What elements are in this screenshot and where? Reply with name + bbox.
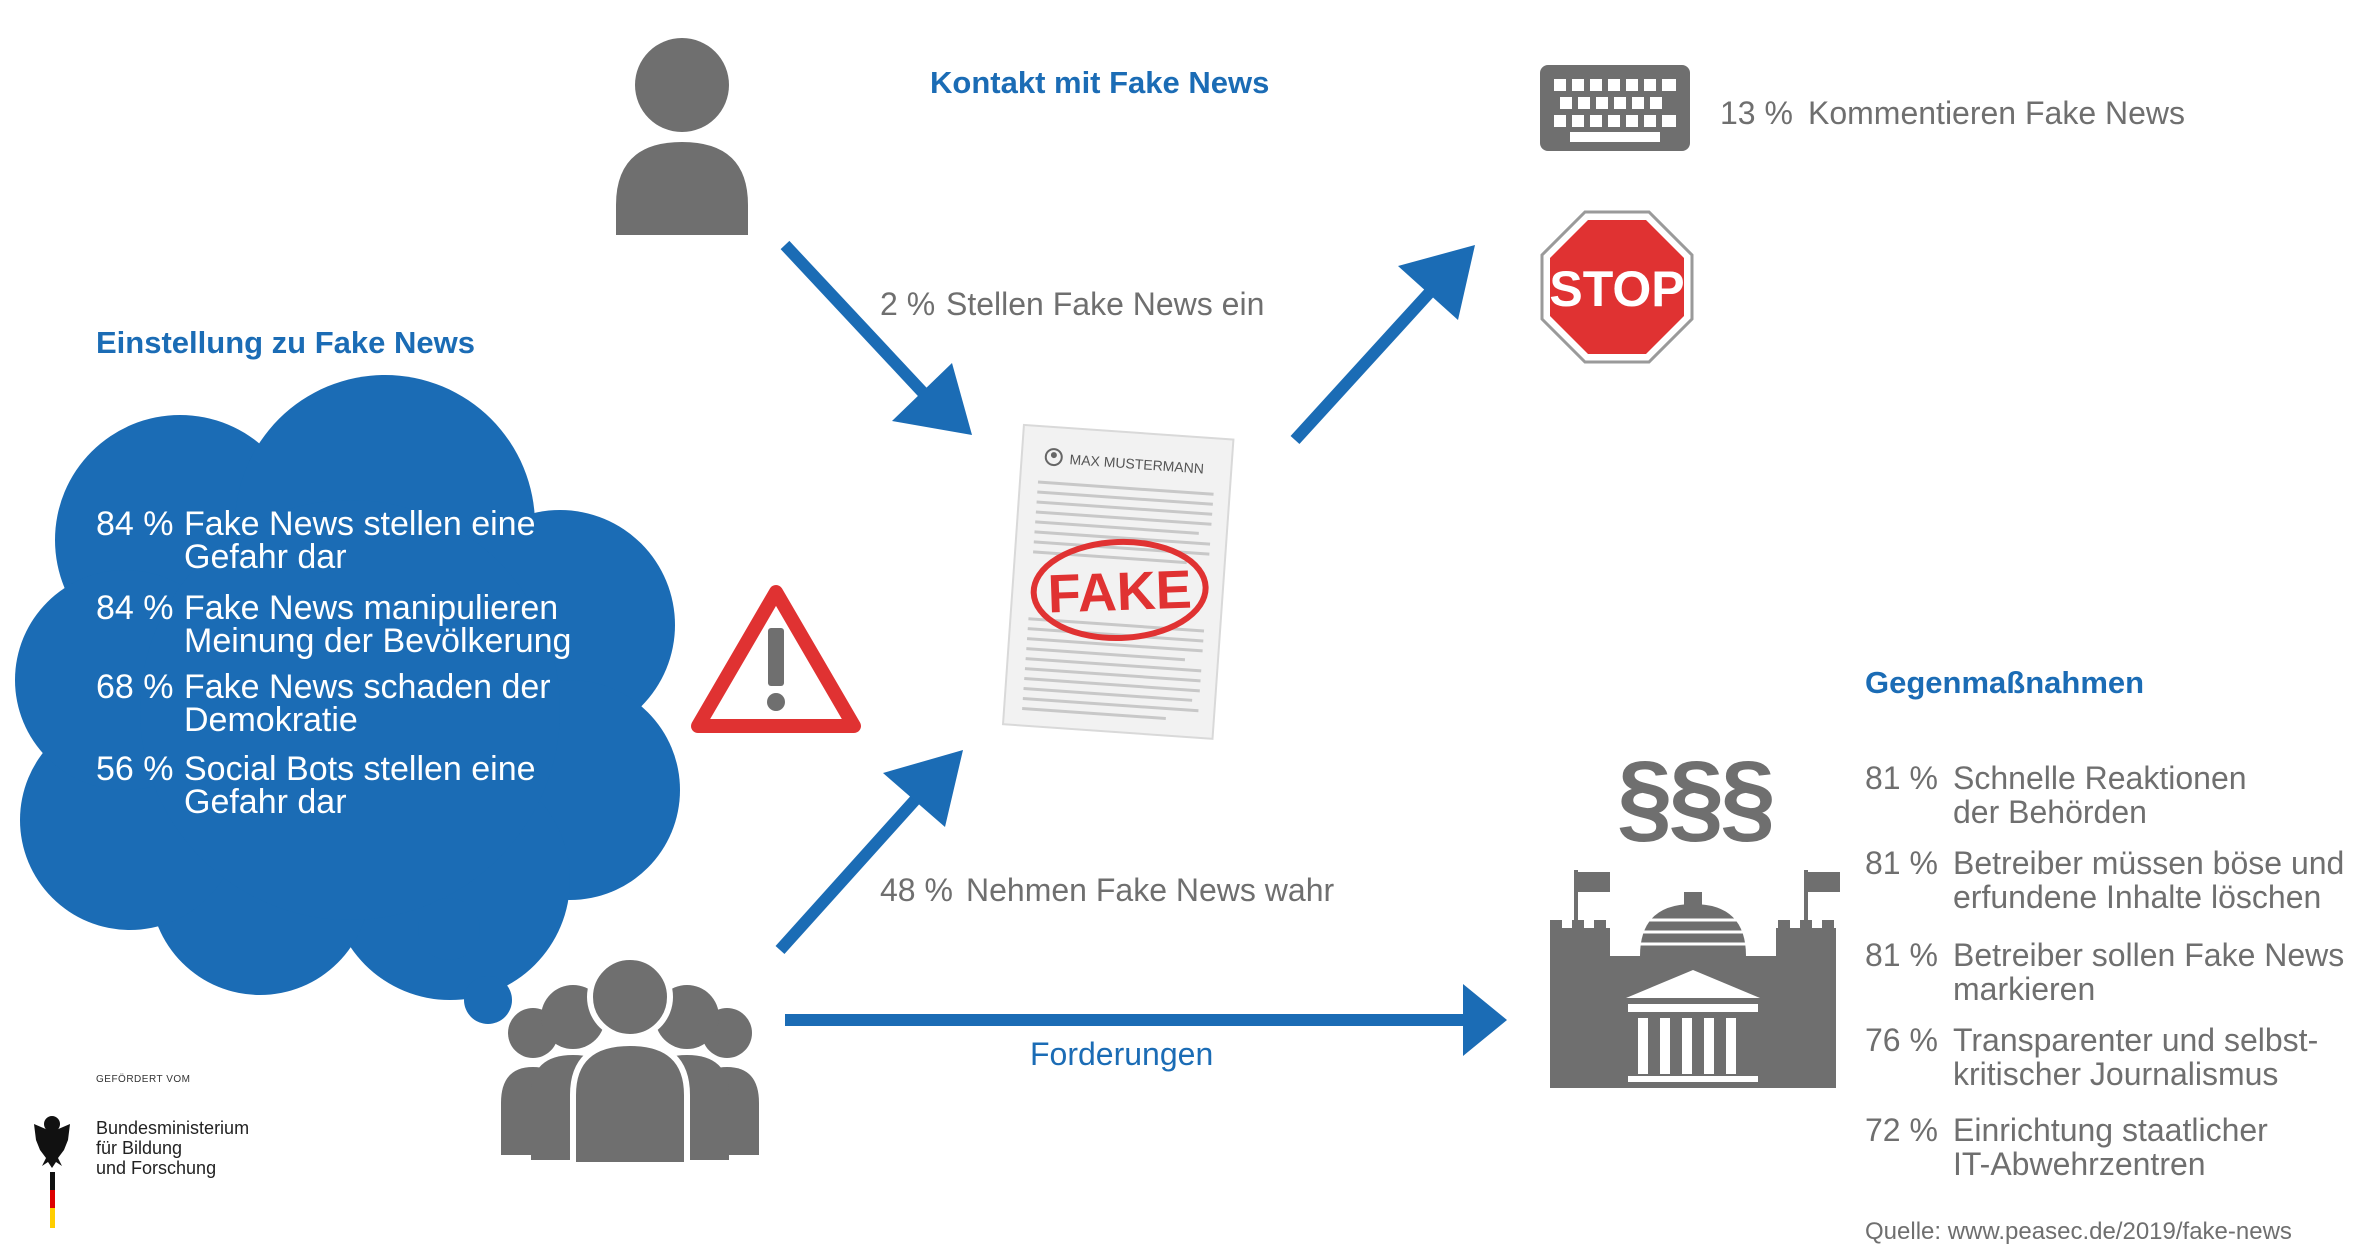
heading-attitude: Einstellung zu Fake News (96, 325, 475, 360)
flow-demands-label: Forderungen (1030, 1036, 1214, 1072)
ministry-line-2: für Bildung (96, 1138, 183, 1158)
counter-item-1-pct: 81 % (1865, 760, 1938, 796)
ministry-name: Bundesministerium für Bildung und Forsch… (96, 1118, 249, 1178)
counter-item-4-line1: Transparenter und selbst- (1953, 1022, 2319, 1058)
flow-perceive-pct: 48 % (880, 872, 953, 908)
counter-item-4-line2: kritischer Journalismus (1953, 1056, 2279, 1092)
counter-item-2-pct: 81 % (1865, 845, 1938, 881)
thought-bubble-large (418, 898, 480, 960)
arrow-demands-icon (785, 984, 1507, 1056)
attitude-item-1-line1: Fake News stellen eine (184, 505, 536, 543)
keyboard-icon (1540, 65, 1690, 151)
thought-bubble-small (464, 976, 512, 1024)
attitude-item-1-pct: 84 % (96, 505, 174, 543)
flow-post-label: Stellen Fake News ein (946, 286, 1265, 322)
counter-item-2-line1: Betreiber müssen böse und (1953, 845, 2345, 881)
arrow-react-icon (1290, 245, 1475, 445)
attitude-item-3-line1: Fake News schaden der (184, 668, 551, 706)
document-stamp: FAKE (1047, 559, 1193, 624)
counter-item-1-line1: Schnelle Reaktionen (1953, 760, 2247, 796)
attitude-item-2-line2: Meinung der Bevölkerung (184, 622, 572, 660)
counter-item-3-line2: markieren (1953, 971, 2096, 1007)
counter-item-4-pct: 76 % (1865, 1022, 1938, 1058)
counter-item-5-line1: Einrichtung staatlicher (1953, 1112, 2268, 1148)
counter-item-3-line1: Betreiber sollen Fake News (1953, 937, 2345, 973)
heading-countermeasures: Gegenmaßnahmen (1865, 665, 2145, 700)
thought-cloud (15, 375, 680, 1000)
counter-item-5-line2: IT-Abwehrzentren (1953, 1146, 2206, 1182)
paragraph-symbols: §§§ (1617, 741, 1776, 853)
funding-label: GEFÖRDERT VOM (96, 1074, 191, 1085)
attitude-item-4-pct: 56 % (96, 750, 174, 788)
flow-comment-label: Kommentieren Fake News (1808, 95, 2186, 131)
attitude-item-4-line1: Social Bots stellen eine (184, 750, 536, 788)
flow-post-pct: 2 % (880, 286, 936, 322)
source-note: Quelle: www.peasec.de/2019/fake-news (1865, 1218, 2292, 1245)
attitude-item-1-line2: Gefahr dar (184, 538, 347, 576)
fake-news-document: MAX MUSTERMANN FAKE (1001, 423, 1235, 740)
heading-contact: Kontakt mit Fake News (930, 65, 1270, 100)
arrow-post-icon (780, 240, 972, 435)
counter-item-5-pct: 72 % (1865, 1112, 1938, 1148)
attitude-item-2-pct: 84 % (96, 589, 174, 627)
parliament-icon (1550, 870, 1840, 1088)
counter-item-2-line2: erfundene Inhalte löschen (1953, 879, 2322, 915)
ministry-line-1: Bundesministerium (96, 1118, 250, 1138)
stop-sign-text: STOP (1549, 261, 1684, 317)
flow-perceive-label: Nehmen Fake News wahr (966, 872, 1335, 908)
counter-item-3-pct: 81 % (1865, 937, 1938, 973)
warning-icon (691, 585, 861, 733)
attitude-item-4-line2: Gefahr dar (184, 783, 347, 821)
counter-item-4: 76 % Transparenter und selbst-kritischer… (1865, 1023, 2318, 1091)
federal-eagle-icon (34, 1116, 70, 1228)
attitude-item-2-line1: Fake News manipulieren (184, 589, 559, 627)
stop-sign-icon: STOP (1540, 210, 1694, 364)
flow-comment-pct: 13 % (1720, 95, 1793, 131)
attitude-item-3-line2: Demokratie (184, 701, 358, 739)
attitude-item-3-pct: 68 % (96, 668, 174, 706)
ministry-line-3: und Forschung (96, 1158, 217, 1178)
people-group-icon (501, 954, 759, 1168)
counter-item-1-line2: der Behörden (1953, 794, 2147, 830)
person-icon (616, 38, 748, 235)
arrow-perceive-icon (775, 750, 963, 955)
